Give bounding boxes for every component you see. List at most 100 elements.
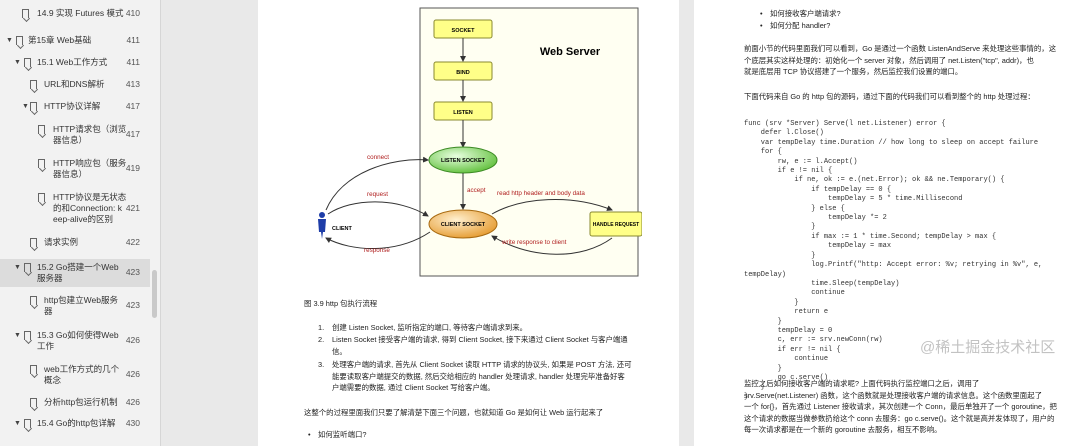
document-page-right: 如何接收客户端请求? 如何分配 handler? 前面小节的代码里面我们可以看到… xyxy=(694,0,1080,446)
toc-item[interactable]: ▼ HTTP协议详解 417 xyxy=(0,101,150,112)
bookmark-icon xyxy=(38,159,45,168)
code-line: } else { xyxy=(744,204,845,213)
code-line: for { xyxy=(744,148,782,157)
toc-item-label: http包建立Web服务器 xyxy=(44,295,119,316)
sidebar-scrollbar-thumb[interactable] xyxy=(152,270,157,318)
item-3-line-3: 户端需要的数据, 通过 Client Socket 写给客户端。 xyxy=(332,383,495,392)
toc-item[interactable]: ▼ 第15章 Web基础 411 xyxy=(0,35,150,46)
item-2-line-1: Listen Socket 接受客户端的请求, 得到 Client Socket… xyxy=(332,335,628,344)
step-listen-label: LISTEN xyxy=(453,110,473,116)
toc-expand-arrow-icon[interactable]: ▼ xyxy=(14,420,21,427)
code-line: } xyxy=(744,298,799,307)
summary-paragraph: 这整个的过程里面我们只要了解清楚下面三个问题，也就知道 Go 是如何让 Web … xyxy=(304,408,604,417)
toc-expand-arrow-icon[interactable]: ▼ xyxy=(14,264,21,271)
toc-item-page-number: 411 xyxy=(126,35,140,45)
toc-item-label: HTTP请求包（浏览器信息） xyxy=(53,124,127,145)
web-server-diagram: Web Server SOCKET BIND LISTEN LISTEN SOC… xyxy=(318,7,642,277)
client-socket xyxy=(428,209,498,239)
paragraph-1: 前面小节的代码里面我们可以看到，Go 是通过一个函数 ListenAndServ… xyxy=(744,43,1056,78)
handle-request-label: HANDLE REQUEST xyxy=(593,222,639,228)
toc-item-page-number: 422 xyxy=(125,237,140,247)
listen-socket-label: LISTEN SOCKET xyxy=(441,158,486,164)
toc-expand-arrow-icon[interactable]: ▼ xyxy=(6,37,13,44)
bookmark-icon xyxy=(24,419,31,428)
toc-item-page-number: 413 xyxy=(125,79,140,89)
step-bind-label: BIND xyxy=(456,70,469,76)
figure-caption: 图 3.9 http 包执行流程 xyxy=(304,299,378,308)
bookmark-icon xyxy=(30,238,37,247)
code-line: tempDelay *= 2 xyxy=(744,214,887,223)
write-label: write response to client xyxy=(501,239,567,246)
code-line: continue xyxy=(744,289,845,298)
item-2-line-2: 信。 xyxy=(332,346,347,356)
code-line: rw, e := l.Accept() xyxy=(744,157,858,166)
bookmark-icon xyxy=(30,398,37,407)
code-line: } xyxy=(744,251,816,260)
toc-expand-arrow-icon[interactable]: ▼ xyxy=(14,59,21,66)
paragraph-1-line-2: 个底层其实这样处理的：初始化一个 server 对象，然后调用了 net.Lis… xyxy=(744,55,1034,65)
accept-label: accept xyxy=(467,187,486,194)
paragraph-3-line-4: 这个请求的数据当做参数扔给这个 conn 去服务：go c.serve()。这个… xyxy=(744,413,1055,423)
bookmark-icon xyxy=(30,80,37,89)
toc-item[interactable]: http包建立Web服务器 423 xyxy=(0,295,150,317)
code-line: if ne, ok := e.(net.Error); ok && ne.Tem… xyxy=(744,176,1005,185)
toc-item-label: web工作方式的几个概念 xyxy=(44,364,120,385)
toc-item-label: HTTP协议详解 xyxy=(44,101,101,111)
diagram-title: Web Server xyxy=(540,46,601,58)
toc-item-page-number: 423 xyxy=(125,300,140,310)
item-3-number: 3. xyxy=(318,360,325,369)
watermark: @稀土掘金技术社区 xyxy=(920,339,1056,356)
toc-item-label: URL和DNS解析 xyxy=(44,79,105,89)
client-person-icon xyxy=(318,212,326,239)
toc-item-label: 15.1 Web工作方式 xyxy=(37,57,108,67)
toc-expand-arrow-icon[interactable]: ▼ xyxy=(14,332,21,339)
bookmark-icon xyxy=(22,9,29,18)
toc-item[interactable]: URL和DNS解析 413 xyxy=(0,79,150,90)
toc-item-page-number: 423 xyxy=(125,267,140,277)
bullet-receive-request: 如何接收客户端请求? xyxy=(760,8,841,20)
item-3-line-1: 处理客户端的请求, 首先从 Client Socket 读取 HTTP 请求的协… xyxy=(332,360,632,369)
code-line: tempDelay = 0 xyxy=(744,326,833,335)
code-line: if tempDelay == 0 { xyxy=(744,185,892,194)
toc-expand-arrow-icon[interactable]: ▼ xyxy=(22,103,29,110)
code-line: if err != nil { xyxy=(744,345,841,354)
toc-item[interactable]: HTTP请求包（浏览器信息）417 xyxy=(0,124,150,146)
code-line: } xyxy=(744,383,766,392)
toc-item[interactable]: HTTP响应包（服务器信息）419 xyxy=(0,158,150,180)
paragraph-3-line-1: 监控之后如何接收客户端的请求呢? 上面代码执行监控端口之后，调用了 xyxy=(744,379,980,388)
toc-item-label: HTTP响应包（服务器信息） xyxy=(53,158,127,179)
code-line: continue xyxy=(744,355,829,364)
code-line: return e xyxy=(744,308,829,317)
client-label: CLIENT xyxy=(332,226,353,232)
toc-item-page-number: 426 xyxy=(125,369,140,379)
toc-item-label: 15.4 Go的http包详解 xyxy=(37,418,116,428)
read-label: read http header and body data xyxy=(497,190,585,197)
code-line: if max := 1 * time.Second; tempDelay > m… xyxy=(744,232,997,241)
toc-item-page-number: 417 xyxy=(125,129,140,139)
toc-item-label: 第15章 Web基础 xyxy=(28,35,92,45)
code-line: tempDelay = 5 * time.Millisecond xyxy=(744,195,963,204)
paragraph-1-line-3: 就是底层用 TCP 协议搭建了一个服务，然后监控我们设置的端口。 xyxy=(744,67,963,76)
toc-item-page-number: 430 xyxy=(125,418,140,428)
paragraph-3: 监控之后如何接收客户端的请求呢? 上面代码执行监控端口之后，调用了 srv.Se… xyxy=(744,378,1057,436)
toc-item[interactable]: ▼ 15.4 Go的http包详解 430 xyxy=(0,418,150,429)
toc-item-page-number: 417 xyxy=(125,101,140,111)
handle-request-box xyxy=(589,211,642,237)
code-line: time.Sleep(tempDelay) xyxy=(744,279,900,288)
client-socket-label: CLIENT SOCKET xyxy=(441,222,486,228)
toc-item-page-number: 410 xyxy=(125,8,140,18)
toc-item[interactable]: web工作方式的几个概念 426 xyxy=(0,364,150,386)
bookmark-icon xyxy=(24,263,31,272)
code-line: } xyxy=(744,317,782,326)
toc-item-page-number: 426 xyxy=(125,335,140,345)
bullet-listen-port: 如何监听端口? xyxy=(308,429,367,441)
